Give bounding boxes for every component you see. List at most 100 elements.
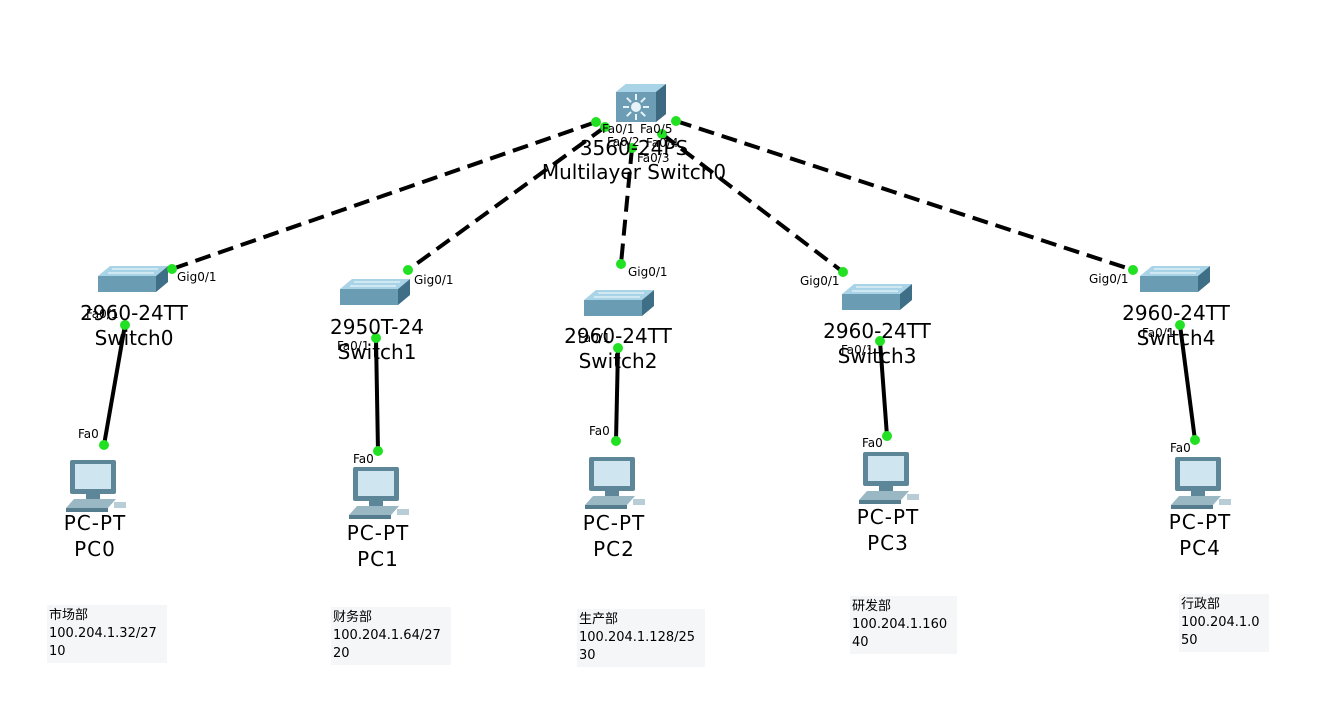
switch-side: [1198, 266, 1210, 292]
core-side: [656, 84, 666, 122]
switch-side: [398, 279, 410, 305]
pc3-port: Fa0: [862, 436, 883, 450]
port-status-dot: [167, 264, 177, 274]
note-box[interactable]: 市场部 100.204.1.32/27 10: [47, 605, 167, 663]
access-cable: [614, 347, 620, 442]
pc-screen: [868, 456, 904, 481]
switch2-model: 2960-24TT: [564, 324, 672, 348]
pc4-name: PC4: [1179, 536, 1221, 560]
switch-side: [642, 290, 654, 316]
switch4-downlink-port: Fa0/1: [1142, 326, 1175, 340]
pc-stand: [86, 494, 100, 499]
port-status-dot: [371, 333, 381, 343]
pc2-name: PC2: [593, 537, 635, 561]
pc-keyboard: [349, 506, 399, 515]
pc0-model: PC-PT: [63, 511, 127, 535]
port-status-dot: [403, 265, 413, 275]
pc-stand: [369, 501, 383, 506]
port-status-dot: [882, 431, 892, 441]
pc-keyboard-edge: [349, 515, 391, 519]
pc-keyboard: [585, 496, 635, 505]
uplink-cable: [619, 147, 634, 265]
note-network: 100.204.1.64/27: [333, 628, 441, 643]
switch0-model: 2960-24TT: [80, 301, 188, 325]
pc4-model: PC-PT: [1168, 510, 1232, 534]
pc-keyboard-edge: [66, 508, 108, 512]
pc0-port: Fa0: [78, 427, 99, 441]
port-status-dot: [616, 259, 626, 269]
switch-front: [340, 289, 398, 305]
port-status-dot: [838, 267, 848, 277]
switch-front: [1140, 276, 1198, 292]
switch-top: [1140, 266, 1210, 276]
switch3-uplink-port: Gig0/1: [800, 274, 840, 288]
pc3-model: PC-PT: [856, 505, 920, 529]
pc-keyboard-edge: [585, 505, 627, 509]
pc-screen: [358, 471, 394, 496]
switch-icon: [340, 279, 410, 305]
note-dept: 行政部: [1181, 597, 1221, 612]
pc-keyboard: [859, 491, 909, 500]
note-box[interactable]: 财务部 100.204.1.64/27 20: [331, 607, 451, 665]
note-dept: 生产部: [579, 612, 619, 627]
note-dept: 市场部: [49, 608, 89, 623]
port-status-dot: [875, 336, 885, 346]
pc-mouse: [1219, 499, 1231, 505]
port-status-dot: [591, 117, 601, 127]
uplink-cable: [406, 125, 607, 272]
note-box[interactable]: 生产部 100.204.1.128/25 30: [577, 609, 705, 667]
core-switch-name: Multilayer Switch0: [541, 160, 727, 184]
pc4-port: Fa0: [1170, 441, 1191, 455]
switch4-name: Switch4: [1136, 326, 1216, 350]
note-hosts: 50: [1181, 633, 1198, 648]
core-ray: [626, 111, 632, 117]
note-hosts: 40: [852, 635, 869, 650]
port-status-dot: [120, 320, 130, 330]
switch-front: [98, 276, 156, 292]
core-ray: [640, 97, 646, 103]
pc-keyboard-edge: [859, 500, 901, 504]
pc-icon: [349, 467, 409, 519]
switch-icon: [98, 266, 168, 292]
note-hosts: 10: [49, 644, 66, 659]
pc-keyboard: [1171, 496, 1221, 505]
uplink-cable: [660, 132, 845, 274]
pc-icon: [66, 460, 126, 512]
pc-stand: [1191, 491, 1205, 496]
pc1-name: PC1: [357, 547, 399, 571]
pc-screen: [594, 461, 630, 486]
pc-mouse: [114, 502, 126, 508]
note-network: 100.204.1.0: [1181, 615, 1260, 630]
switch3-downlink-port: Fa0/1: [841, 343, 874, 357]
port-status-dot: [1128, 265, 1138, 275]
switch0-downlink-port: Fa0/1: [86, 307, 119, 321]
switch-icon: [584, 290, 654, 316]
pc1-model: PC-PT: [346, 521, 410, 545]
pc-screen: [1180, 461, 1216, 486]
pc-icon: [859, 452, 919, 504]
port-status-dot: [613, 343, 623, 353]
switch0-uplink-port: Gig0/1: [177, 270, 217, 284]
note-box[interactable]: 研发部 100.204.1.160 40: [850, 596, 957, 654]
core-top: [616, 84, 666, 92]
pc1-port: Fa0: [353, 452, 374, 466]
uplink-cables: [171, 119, 1134, 274]
note-network: 100.204.1.32/27: [49, 626, 157, 641]
access-cables: [102, 324, 1197, 452]
switch-top: [340, 279, 410, 289]
port-indicators: [99, 116, 1200, 456]
port-status-dot: [671, 116, 681, 126]
pc-icon: [585, 457, 645, 509]
multilayer-switch-icon: [616, 84, 666, 122]
core-port-label: Fa0/5: [640, 122, 673, 136]
access-cable: [102, 324, 127, 446]
uplink-cable: [171, 120, 597, 271]
note-dept: 研发部: [852, 599, 892, 614]
switch-top: [842, 284, 912, 294]
note-dept: 财务部: [333, 610, 373, 625]
pc-keyboard-edge: [1171, 505, 1213, 509]
note-box[interactable]: 行政部 100.204.1.0 50: [1179, 594, 1269, 652]
pc-mouse: [907, 494, 919, 500]
port-status-dot: [1175, 320, 1185, 330]
